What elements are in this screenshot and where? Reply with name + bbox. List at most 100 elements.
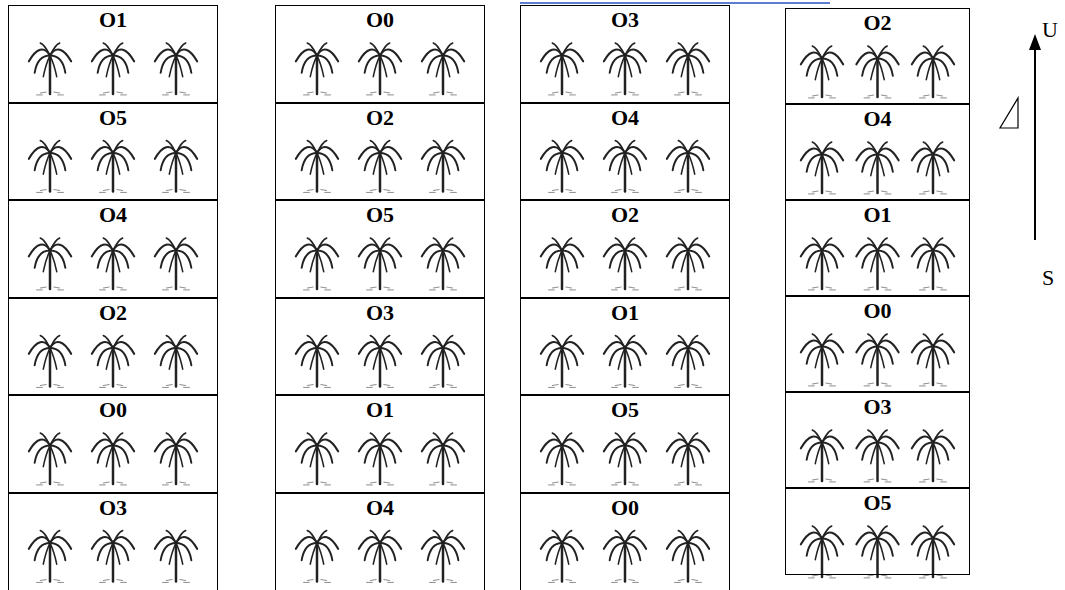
palm-tree xyxy=(856,430,898,482)
palm-tree xyxy=(801,142,843,194)
plot-box: O1 xyxy=(275,395,485,493)
palm-tree xyxy=(541,336,583,388)
palm-tree xyxy=(29,433,71,485)
plot-box: O1 xyxy=(8,5,218,103)
treatment-label: O2 xyxy=(786,11,969,35)
palm-tree xyxy=(801,238,843,290)
palm-tree xyxy=(29,238,71,290)
palm-tree xyxy=(359,433,401,485)
palm-tree xyxy=(422,141,464,193)
plot-box: O5 xyxy=(785,488,970,575)
plot-box: O3 xyxy=(520,5,730,103)
arrow-head xyxy=(1029,34,1041,50)
palm-tree xyxy=(296,43,338,95)
palm-tree xyxy=(604,336,646,388)
palm-tree xyxy=(359,336,401,388)
plot-box: O3 xyxy=(8,493,218,590)
palm-tree xyxy=(856,526,898,578)
plot-box: O4 xyxy=(785,104,970,200)
treatment-label: O5 xyxy=(9,106,217,130)
palm-tree xyxy=(155,433,197,485)
palm-tree xyxy=(604,141,646,193)
palm-tree xyxy=(801,334,843,386)
treatment-label: O1 xyxy=(786,203,969,227)
palm-tree xyxy=(422,433,464,485)
plot-box: O0 xyxy=(275,5,485,103)
link-underline xyxy=(520,2,830,4)
palm-tree xyxy=(541,43,583,95)
palm-tree xyxy=(359,531,401,583)
palm-tree xyxy=(912,526,954,578)
palm-tree xyxy=(801,430,843,482)
palm-tree xyxy=(359,238,401,290)
palm-tree xyxy=(667,238,709,290)
palm-tree xyxy=(422,531,464,583)
palm-tree xyxy=(155,238,197,290)
plot-box: O2 xyxy=(8,298,218,396)
palm-tree xyxy=(296,238,338,290)
palm-tree xyxy=(541,238,583,290)
palm-tree xyxy=(422,238,464,290)
plot-box: O1 xyxy=(785,200,970,296)
palm-tree xyxy=(667,43,709,95)
palm-tree xyxy=(155,336,197,388)
treatment-label: O4 xyxy=(786,107,969,131)
palm-tree xyxy=(856,46,898,98)
treatment-label: O3 xyxy=(276,301,484,325)
palm-tree xyxy=(912,334,954,386)
treatment-label: O1 xyxy=(521,301,729,325)
palm-tree xyxy=(856,142,898,194)
palm-tree xyxy=(604,531,646,583)
treatment-label: O0 xyxy=(521,496,729,520)
palm-tree xyxy=(92,531,134,583)
palm-tree xyxy=(296,433,338,485)
palm-tree xyxy=(29,336,71,388)
palm-tree xyxy=(92,238,134,290)
treatment-label: O3 xyxy=(9,496,217,520)
palm-tree xyxy=(604,238,646,290)
plot-box: O3 xyxy=(275,298,485,396)
treatment-label: O0 xyxy=(276,8,484,32)
compass-letter: U xyxy=(1042,18,1058,42)
palm-tree xyxy=(422,43,464,95)
palm-tree xyxy=(92,336,134,388)
palm-tree xyxy=(296,336,338,388)
palm-tree xyxy=(912,430,954,482)
palm-tree xyxy=(667,141,709,193)
palm-tree xyxy=(422,336,464,388)
treatment-label: O2 xyxy=(9,301,217,325)
treatment-label: O4 xyxy=(276,496,484,520)
plot-box: O4 xyxy=(275,493,485,590)
palm-tree xyxy=(856,238,898,290)
treatment-label: O2 xyxy=(521,203,729,227)
plot-box: O0 xyxy=(785,296,970,392)
plot-box: O5 xyxy=(275,200,485,298)
palm-tree xyxy=(92,43,134,95)
plot-box: O5 xyxy=(8,103,218,201)
palm-tree xyxy=(29,43,71,95)
treatment-label: O5 xyxy=(786,491,969,515)
palm-tree xyxy=(359,43,401,95)
plot-box: O3 xyxy=(785,392,970,488)
treatment-label: O3 xyxy=(786,395,969,419)
palm-tree xyxy=(155,43,197,95)
palm-trees xyxy=(29,43,954,582)
palm-tree xyxy=(541,141,583,193)
palm-tree xyxy=(296,141,338,193)
palm-tree xyxy=(604,43,646,95)
plot-box: O2 xyxy=(275,103,485,201)
palm-tree xyxy=(92,141,134,193)
plot-box: O2 xyxy=(785,8,970,104)
plot-box: O5 xyxy=(520,395,730,493)
palm-tree xyxy=(801,46,843,98)
palm-tree xyxy=(155,141,197,193)
plot-box: O4 xyxy=(520,103,730,201)
palm-tree xyxy=(912,142,954,194)
treatment-label: O3 xyxy=(521,8,729,32)
palm-tree xyxy=(541,433,583,485)
palm-tree xyxy=(604,433,646,485)
treatment-label: O4 xyxy=(9,203,217,227)
north-arrow xyxy=(1034,46,1036,240)
